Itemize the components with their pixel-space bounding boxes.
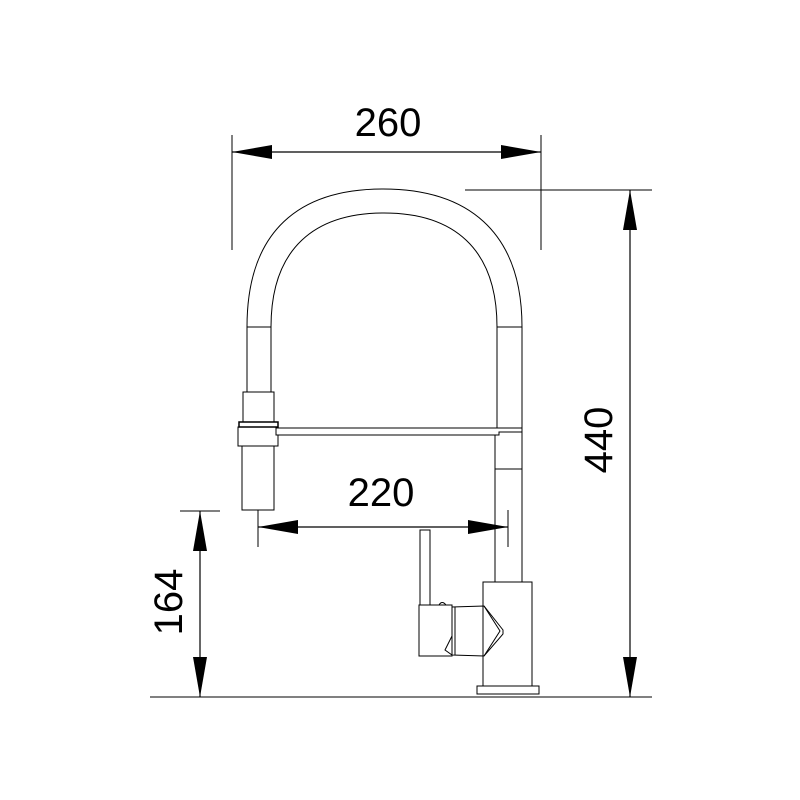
spout-reach-label: 220 [348,471,415,515]
faucet-base-body [482,581,533,687]
dimension-spout-height: 164 [147,510,220,697]
spray-holder-bar [275,427,523,436]
sprayhead-collar [242,391,275,423]
spout-outer-arch [246,188,523,582]
handle-block [418,604,453,657]
overall-width-label: 260 [355,101,422,145]
sprayhead-ring [238,421,279,428]
faucet-outline [237,188,540,695]
sprayhead-body [241,445,275,511]
spout-height-label: 164 [147,569,191,636]
cartridge-housing [444,605,504,657]
faucet-base-plate [476,685,540,695]
dimension-overall-width: 260 [231,101,542,250]
lever-handle [419,529,431,606]
spout-inner-arch [270,212,498,582]
dimension-overall-height: 440 [465,189,652,697]
overall-height-label: 440 [577,407,621,474]
dimension-spout-reach: 220 [257,471,509,547]
sprayhead-clip [237,426,279,447]
cartridge-detail [454,605,501,657]
lever-pivot [438,602,447,606]
